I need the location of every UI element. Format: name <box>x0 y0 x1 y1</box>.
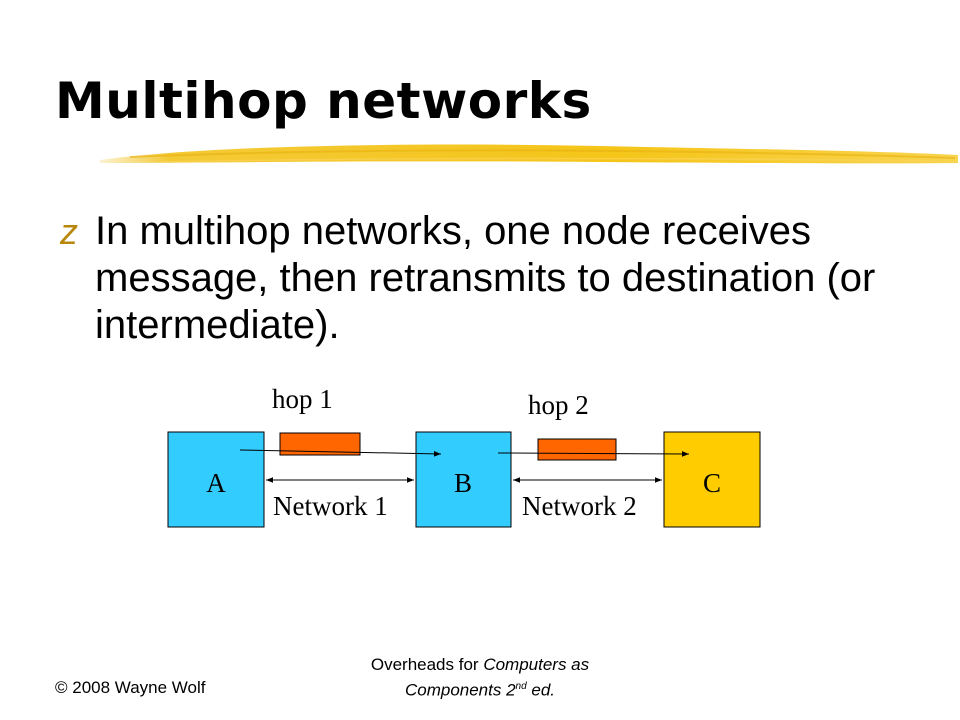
node-c-label: C <box>703 468 721 498</box>
node-c <box>663 431 761 528</box>
hop-1-packet <box>279 432 361 456</box>
hop-1-arrow <box>239 449 442 457</box>
footer-book-credit: Overheads for Computers as Components 2n… <box>340 654 620 702</box>
hop-1-label: hop 1 <box>272 384 333 414</box>
bullet-marker-icon: z <box>60 211 78 252</box>
node-a <box>167 431 265 528</box>
slide-title: Multihop networks <box>55 72 592 130</box>
footer-edition-suffix: ed. <box>526 680 556 700</box>
node-a-label: A <box>206 468 226 498</box>
bullet-point: z In multihop networks, one node receive… <box>60 208 920 349</box>
footer-overheads-prefix: Overheads for <box>370 655 484 674</box>
footer-copyright: © 2008 Wayne Wolf <box>55 678 206 697</box>
footer-edition-sup: nd <box>515 681 527 692</box>
footer-book-title-2: Components 2 <box>404 680 516 700</box>
node-b <box>415 431 512 528</box>
network-2-label: Network 2 <box>522 491 637 521</box>
node-b-label: B <box>454 468 472 498</box>
hop-2-label: hop 2 <box>528 390 589 420</box>
hop-2-arrow <box>497 451 690 457</box>
footer-book-title-1: Computers as <box>483 655 590 674</box>
network-1-label: Network 1 <box>273 491 388 521</box>
bullet-text: In multihop networks, one node receives … <box>95 209 876 347</box>
hop-2-packet <box>537 438 617 461</box>
